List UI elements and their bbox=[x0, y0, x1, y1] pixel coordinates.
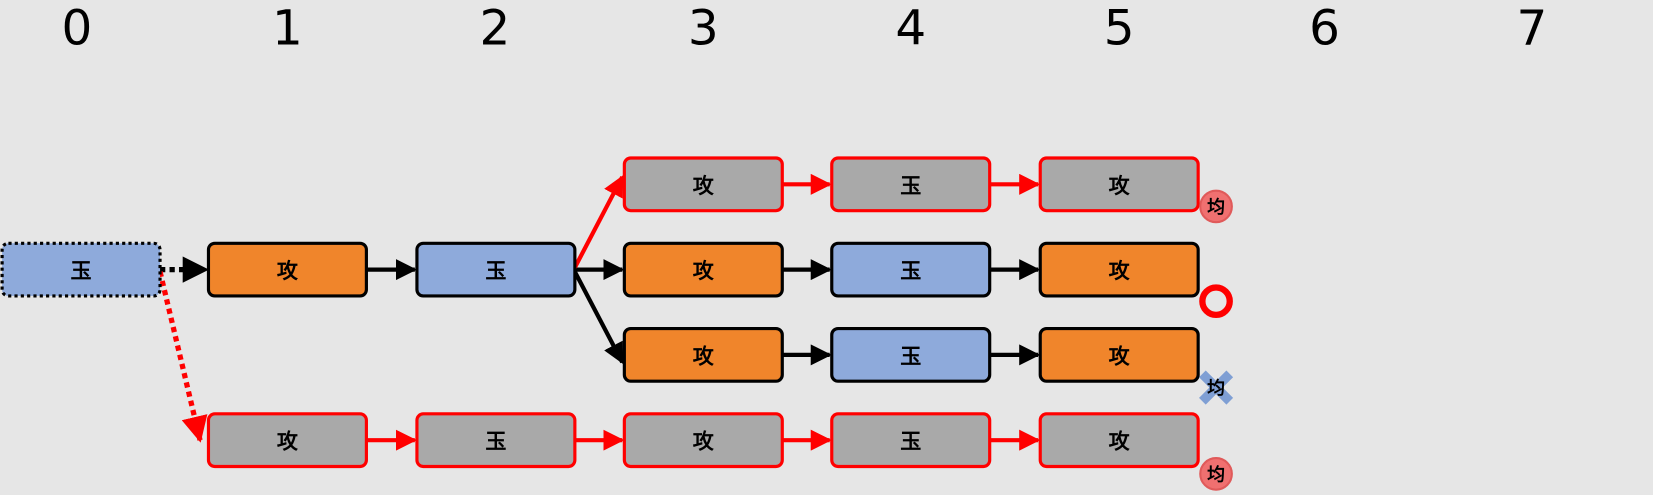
step-number: 3 bbox=[688, 0, 719, 56]
tree-node: 玉 bbox=[0, 241, 162, 298]
node-label: 攻 bbox=[277, 429, 299, 454]
node-label: 玉 bbox=[900, 173, 921, 198]
node-label: 玉 bbox=[485, 429, 506, 454]
node-label: 玉 bbox=[900, 343, 921, 368]
draw-badge: 均 bbox=[1199, 189, 1233, 224]
node-label: 攻 bbox=[693, 343, 715, 368]
tree-node: 攻 bbox=[622, 156, 784, 213]
step-number: 5 bbox=[1104, 0, 1135, 56]
draw-circle-icon bbox=[1199, 457, 1233, 491]
badge-label: 均 bbox=[1207, 463, 1225, 485]
tree-node: 攻 bbox=[622, 412, 784, 469]
step-number: 1 bbox=[272, 0, 303, 56]
step-number: 7 bbox=[1517, 0, 1548, 56]
node-label: 攻 bbox=[693, 258, 715, 283]
node-label: 攻 bbox=[693, 429, 715, 454]
node-label: 攻 bbox=[1109, 429, 1131, 454]
node-label: 攻 bbox=[1109, 343, 1131, 368]
edge-arrow bbox=[572, 175, 625, 269]
node-label: 攻 bbox=[1109, 173, 1131, 198]
tree-node: 攻 bbox=[206, 241, 368, 298]
badge-label: 均 bbox=[1207, 196, 1225, 218]
tree-node: 攻 bbox=[1038, 326, 1200, 383]
node-label: 玉 bbox=[900, 429, 921, 454]
draw-circle-icon bbox=[1199, 189, 1233, 224]
step-number: 2 bbox=[479, 0, 510, 56]
tree-node: 攻 bbox=[1038, 156, 1200, 213]
win-ring-icon bbox=[1199, 284, 1233, 319]
node-label: 玉 bbox=[900, 258, 921, 283]
tree-node: 玉 bbox=[415, 241, 577, 298]
node-label: 玉 bbox=[71, 258, 92, 283]
loss-badge: 均 bbox=[1199, 370, 1234, 405]
step-number: 4 bbox=[895, 0, 926, 56]
step-number: 6 bbox=[1309, 0, 1340, 56]
step-number: 0 bbox=[61, 0, 92, 56]
tree-node: 攻 bbox=[622, 326, 784, 383]
tree-node: 玉 bbox=[830, 412, 992, 469]
tree-node: 玉 bbox=[830, 326, 992, 383]
tree-node: 玉 bbox=[830, 241, 992, 298]
edge-arrow bbox=[572, 270, 625, 365]
node-label: 攻 bbox=[1109, 258, 1131, 283]
tree-node: 玉 bbox=[415, 412, 577, 469]
node-label: 玉 bbox=[485, 258, 506, 283]
tree-node: 玉 bbox=[830, 156, 992, 213]
draw-badge: 均 bbox=[1199, 457, 1233, 491]
node-label: 攻 bbox=[693, 173, 715, 198]
tree-node: 攻 bbox=[206, 412, 368, 469]
edge-arrow bbox=[157, 271, 208, 443]
tree-node: 攻 bbox=[1038, 241, 1200, 298]
cross-icon bbox=[1199, 370, 1234, 405]
badge-label: 均 bbox=[1207, 377, 1225, 399]
tree-node: 攻 bbox=[1038, 412, 1200, 469]
node-label: 攻 bbox=[277, 258, 299, 283]
tree-node: 攻 bbox=[622, 241, 784, 298]
